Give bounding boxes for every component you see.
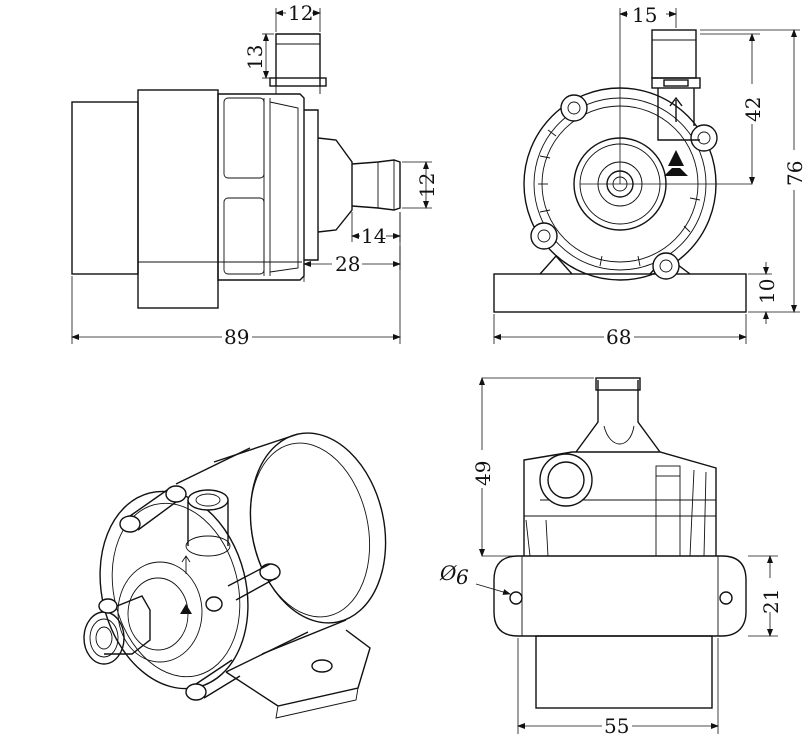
dim-body-height: 49 <box>471 461 495 486</box>
top-view: 49 Ø 6 21 55 <box>439 377 783 738</box>
dim-hole-diameter-symbol: Ø <box>439 561 457 585</box>
flow-arrow-icon <box>669 96 683 122</box>
screw-boss <box>652 252 680 280</box>
dim-inlet-offset: 15 <box>632 3 657 27</box>
dim-base-height: 10 <box>755 279 779 304</box>
screw-boss <box>690 124 718 152</box>
dim-nozzle-length: 28 <box>335 252 360 276</box>
isometric-view <box>83 432 387 719</box>
front-view: 15 42 76 10 68 <box>493 3 807 349</box>
dim-inlet-height: 13 <box>243 45 267 70</box>
dim-front-inlet-height: 42 <box>741 97 765 122</box>
dim-overall-length: 89 <box>224 325 249 349</box>
dim-mount-height: 21 <box>759 589 783 614</box>
dim-inlet-width: 12 <box>288 1 313 25</box>
dim-base-width: 68 <box>606 325 631 349</box>
screw-boss <box>560 94 588 122</box>
dim-outlet-length: 14 <box>361 224 386 248</box>
warning-triangle-icon <box>664 150 688 176</box>
dim-outlet-diameter: 12 <box>415 173 439 198</box>
side-view: 12 13 12 14 28 89 <box>71 1 439 349</box>
dim-mount-width: 55 <box>604 714 629 738</box>
dim-overall-height: 76 <box>783 161 807 186</box>
screw-boss <box>530 222 558 250</box>
dim-hole-diameter: 6 <box>456 565 469 589</box>
